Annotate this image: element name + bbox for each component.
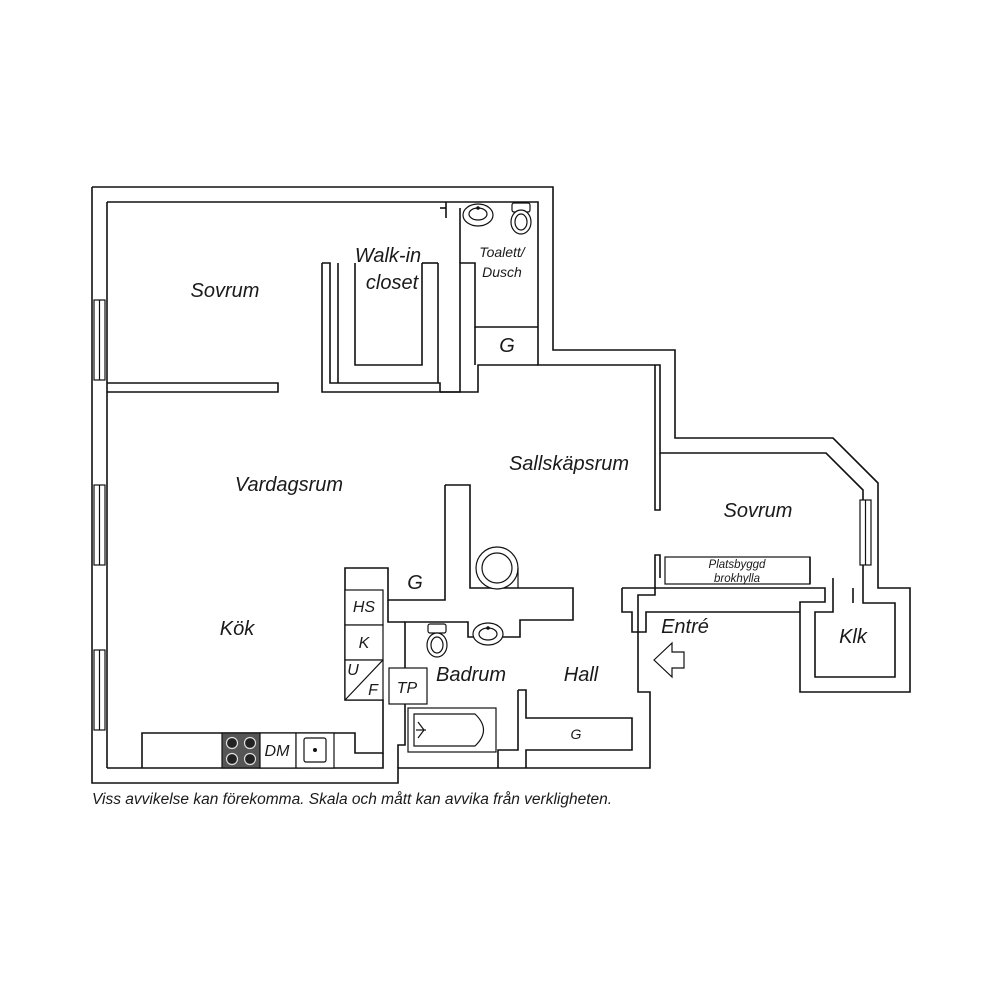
label-g-top: G <box>499 335 515 357</box>
kitchen-units <box>221 589 384 769</box>
toalett-fixtures <box>462 202 532 235</box>
label-hall: Hall <box>564 664 599 686</box>
label-toalett-1: Toalett/ <box>479 244 527 260</box>
windows <box>93 299 872 731</box>
bookshelf <box>664 556 811 585</box>
label-walk-in-2: closet <box>366 272 420 294</box>
label-brokhylla-2: brokhylla <box>714 573 760 585</box>
burner-3 <box>225 752 239 766</box>
burner-2 <box>243 736 257 750</box>
disclaimer: Viss avvikelse kan förekomma. Skala och … <box>92 791 612 808</box>
label-k: K <box>359 635 371 652</box>
label-badrum: Badrum <box>436 664 506 686</box>
label-tp: TP <box>397 680 418 697</box>
label-dm: DM <box>265 743 291 760</box>
label-walk-in-1: Walk-in <box>355 245 421 267</box>
label-vardagsrum: Vardagsrum <box>235 474 343 496</box>
label-u: U <box>347 662 359 679</box>
appliance-tp <box>388 667 428 705</box>
burner-4 <box>243 752 257 766</box>
badrum-fixtures <box>388 546 519 753</box>
entry-arrow-icon <box>653 641 685 679</box>
label-kok: Kök <box>220 618 255 640</box>
room-labels: Sovrum Walk-in closet Toalett/ Dusch G S… <box>191 244 868 742</box>
label-hs: HS <box>353 599 376 616</box>
label-sovrum-1: Sovrum <box>191 280 260 302</box>
label-toalett-2: Dusch <box>482 264 522 280</box>
label-sallskapsrum: Sallskäpsrum <box>509 453 629 475</box>
label-klk: Klk <box>839 626 868 648</box>
label-g-middle: G <box>407 572 423 594</box>
appliance-dm <box>259 732 297 769</box>
label-f: F <box>368 682 379 699</box>
label-brokhylla-1: Platsbyggd <box>709 559 767 571</box>
appliance-labels: HS K U F DM TP <box>265 599 418 760</box>
label-entre: Entré <box>661 616 709 638</box>
label-sovrum-2: Sovrum <box>724 500 793 522</box>
toilet-badrum <box>427 623 447 634</box>
burner-1 <box>225 736 239 750</box>
label-g-hall: G <box>571 726 582 742</box>
